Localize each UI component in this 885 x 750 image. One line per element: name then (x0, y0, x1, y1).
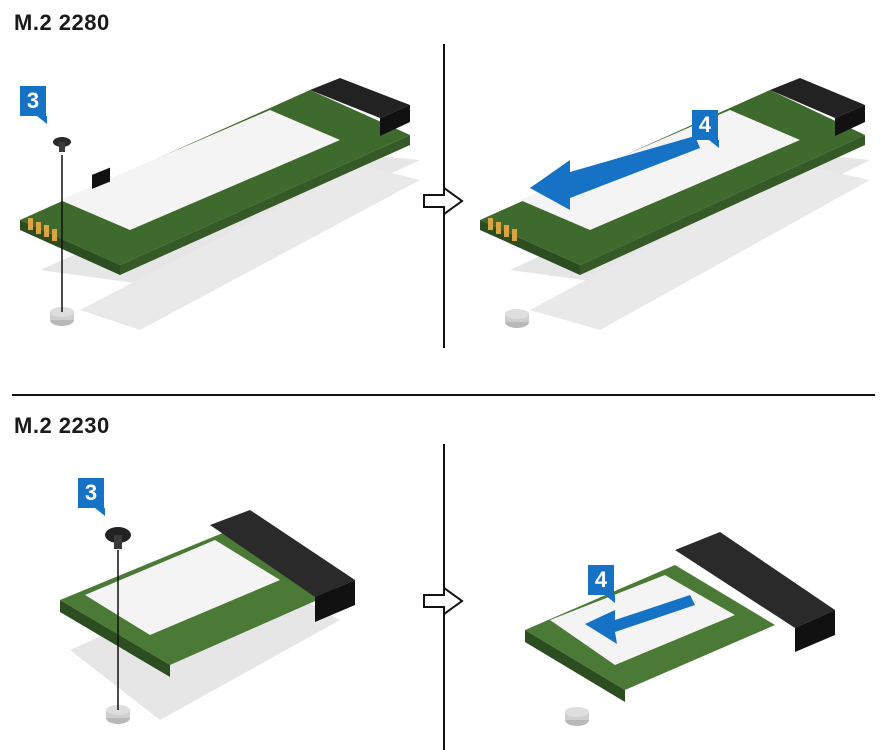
ssd-2280-after (480, 78, 870, 330)
screw-icon (105, 527, 131, 549)
section-title-2280: M.2 2280 (14, 10, 110, 35)
section-title-2230: M.2 2230 (14, 413, 110, 438)
screw-icon (53, 137, 71, 152)
ssd-2230-after (525, 532, 835, 726)
divider-horizontal (12, 394, 875, 396)
next-arrow-icon (423, 586, 464, 616)
slide-arrow-icon (585, 595, 695, 644)
step-badge-3-2280: 3 (20, 86, 47, 124)
ssd-2230-before (60, 510, 355, 724)
next-arrow-icon (423, 186, 464, 216)
ssd-2280-before (20, 78, 420, 330)
step-badge-4-2280: 4 (692, 110, 719, 148)
step-badge-4-2230: 4 (588, 565, 615, 603)
step-badge-3-2230: 3 (78, 478, 105, 516)
slide-arrow-icon (530, 136, 700, 210)
